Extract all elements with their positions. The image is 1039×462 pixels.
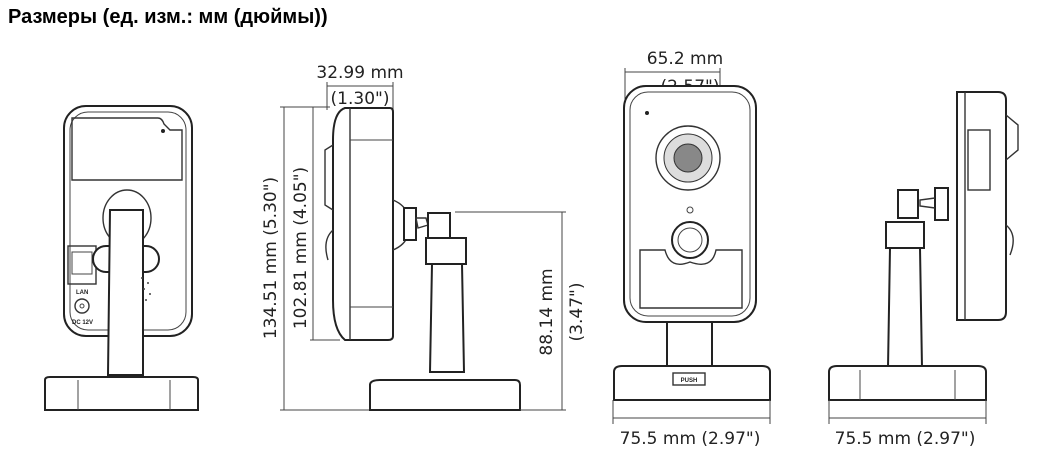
depth-mm-label: 32.99 mm [316,63,403,83]
body-height-label: 102.81 mm (4.05") [291,167,311,329]
camera-back-view: LAN DC 12V [44,105,199,411]
total-height-label: 134.51 mm (5.30") [261,177,281,339]
width-mm-label: 65.2 mm [647,49,723,69]
stand-height-mm-label: 88.14 mm [537,268,557,355]
push-label: PUSH [681,378,698,384]
lan-label: LAN [76,290,88,296]
page-title: Размеры (ед. изм.: мм (дюймы)) [8,6,328,28]
front-base-width-label: 75.5 mm (2.97") [620,429,761,449]
depth-in-label: (1.30") [331,89,390,109]
power-label: DC 12V [72,320,93,326]
camera-side-view: 32.99 mm (1.30") 134.51 mm (5.30") 102.8… [261,63,587,411]
camera-side-view-2: 75.5 mm (2.97") [828,91,1019,449]
camera-front-view: 65.2 mm (2.57") PUSH 75.5 mm (2.97") [612,49,771,449]
side-base-width-label: 75.5 mm (2.97") [835,429,976,449]
stand-height-in-label: (3.47") [567,283,587,342]
